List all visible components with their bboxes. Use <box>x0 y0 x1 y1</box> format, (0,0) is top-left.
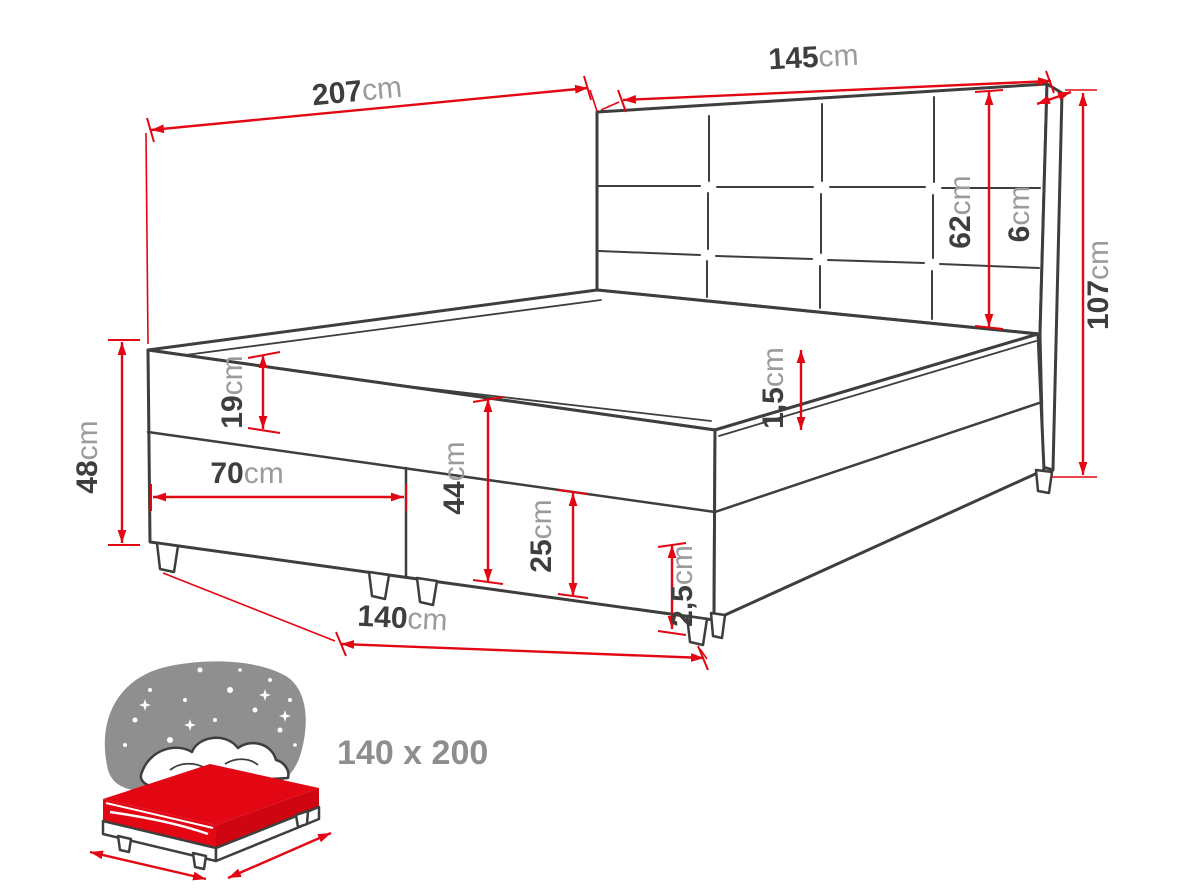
leg-back-right <box>1034 468 1054 495</box>
dimension-leg-height: 2,5cm <box>657 542 699 636</box>
dim-label-headboard-width: 145cm <box>768 39 860 77</box>
dim-label-headboard-thickness: 6cm <box>1003 186 1036 243</box>
dim-label-topper-edge-height: 1,5cm <box>757 347 790 429</box>
dim-label-front-panel-length: 70cm <box>210 457 283 490</box>
dimension-headboard-thickness: 6cm <box>1003 90 1072 243</box>
mattress-box-seam-side <box>713 400 1044 514</box>
dimension-mattress-height: 19cm <box>216 351 281 434</box>
dimension-total-height: 107cm <box>1052 89 1115 478</box>
leg-front-right-back <box>709 611 727 640</box>
dim-label-total-height: 107cm <box>1082 240 1115 330</box>
bed-legs <box>155 468 1054 647</box>
bed-size-label: 140 x 200 <box>337 734 488 772</box>
dimension-front-total-height: 44cm <box>438 396 504 585</box>
dimension-headboard-width: 145cm <box>600 39 1055 113</box>
dim-label-headboard-visible-height: 62cm <box>944 175 977 248</box>
leg-front-middle-2 <box>415 576 439 607</box>
dim-label-mattress-height: 19cm <box>216 355 249 428</box>
leg-front-left <box>155 541 180 574</box>
dimension-topper-edge-height: 1,5cm <box>757 347 806 430</box>
dimension-total-length: 207cm <box>145 71 598 345</box>
dim-label-side-height: 48cm <box>71 420 104 493</box>
dim-label-front-total-height: 44cm <box>438 441 471 514</box>
dim-label-total-length: 207cm <box>311 71 404 113</box>
icon-length-arrow <box>227 831 332 880</box>
icon-width-arrow <box>89 850 207 881</box>
dimension-front-panel-length: 70cm <box>150 457 407 511</box>
dimension-side-height: 48cm <box>71 339 140 546</box>
dimension-base-box-height: 25cm <box>525 489 589 599</box>
dim-label-base-box-height: 25cm <box>525 499 558 572</box>
leg-front-middle-1 <box>367 570 391 601</box>
dim-label-bed-width: 140cm <box>357 600 449 638</box>
mattress-box-seam-front <box>146 430 717 514</box>
topper-seam-side <box>718 340 1037 437</box>
bed-size-icon: 140 x 200 <box>89 661 488 881</box>
dimension-bed-width: 140cm <box>162 572 709 671</box>
dimension-headboard-visible-height: 62cm <box>944 89 1004 330</box>
dim-label-leg-height: 2,5cm <box>666 545 699 627</box>
headboard-side-panel <box>1038 82 1064 472</box>
bed-outline <box>146 82 1064 647</box>
